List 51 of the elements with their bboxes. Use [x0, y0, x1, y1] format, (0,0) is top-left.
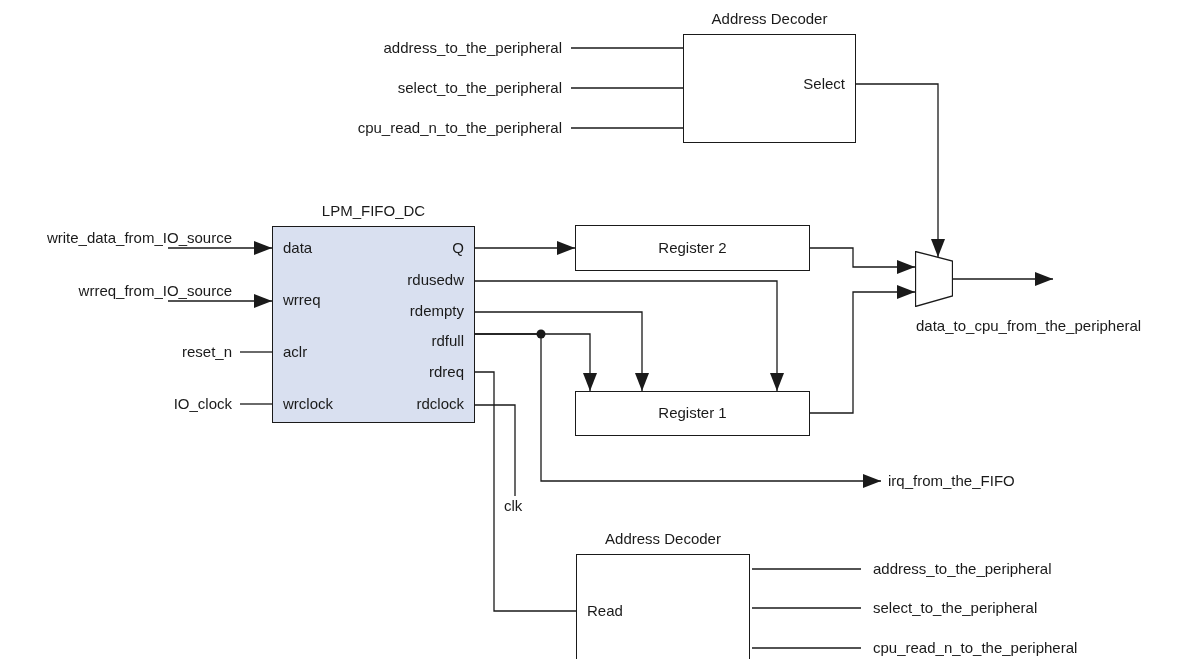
signal-line — [570, 47, 684, 49]
arrow — [474, 311, 649, 392]
signal-label: address_to_the_peripheral — [312, 38, 562, 58]
port-label: rdclock — [416, 394, 464, 414]
register-block: Register 2 — [575, 225, 810, 271]
block-title: Address Decoder — [710, 9, 829, 29]
arrow — [952, 272, 1054, 286]
port-label: rdusedw — [407, 270, 464, 290]
signal-line — [751, 647, 862, 649]
signal-label: select_to_the_peripheral — [312, 78, 562, 98]
signal-label: data_to_cpu_from_the_peripheral — [916, 316, 1142, 336]
port-label: Select — [803, 74, 845, 94]
arrow — [474, 333, 882, 488]
register-block: Register 1 — [575, 391, 810, 436]
arrow — [474, 241, 576, 255]
port-label: Read — [587, 601, 623, 621]
port-label: rdempty — [409, 301, 464, 321]
arrow — [855, 83, 945, 258]
signal-line — [239, 351, 273, 353]
signal-line — [239, 403, 273, 405]
port-label: Q — [452, 238, 464, 258]
port-label: rdreq — [428, 362, 464, 382]
arrow — [809, 285, 916, 414]
signal-label: IO_clock — [100, 394, 232, 414]
signal-label: wrreq_from_IO_source — [8, 281, 232, 301]
arrow — [474, 280, 784, 392]
signal-label: reset_n — [100, 342, 232, 362]
signal-line — [474, 404, 516, 497]
signal-line — [570, 87, 684, 89]
multiplexer-symbol — [915, 251, 953, 307]
port-label: wrreq — [283, 290, 321, 310]
block-title: Address Decoder — [604, 529, 722, 549]
signal-label: address_to_the_peripheral — [873, 559, 1133, 579]
signal-line — [570, 127, 684, 129]
signal-label: clk — [504, 496, 528, 516]
signal-label: cpu_read_n_to_the_peripheral — [873, 638, 1133, 658]
signal-line — [751, 568, 862, 570]
signal-label: irq_from_the_FIFO — [888, 471, 1048, 491]
signal-line — [751, 607, 862, 609]
port-label: rdfull — [431, 331, 464, 351]
block-title: LPM_FIFO_DC — [320, 201, 427, 221]
signal-label: write_data_from_IO_source — [8, 228, 232, 248]
port-label: wrclock — [283, 394, 333, 414]
signal-line — [474, 371, 577, 612]
arrow — [167, 294, 273, 308]
arrow — [809, 247, 916, 274]
arrow — [167, 241, 273, 255]
signal-label: select_to_the_peripheral — [873, 598, 1133, 618]
port-label: data — [283, 238, 313, 258]
signal-label: cpu_read_n_to_the_peripheral — [312, 118, 562, 138]
port-label: aclr — [283, 342, 308, 362]
